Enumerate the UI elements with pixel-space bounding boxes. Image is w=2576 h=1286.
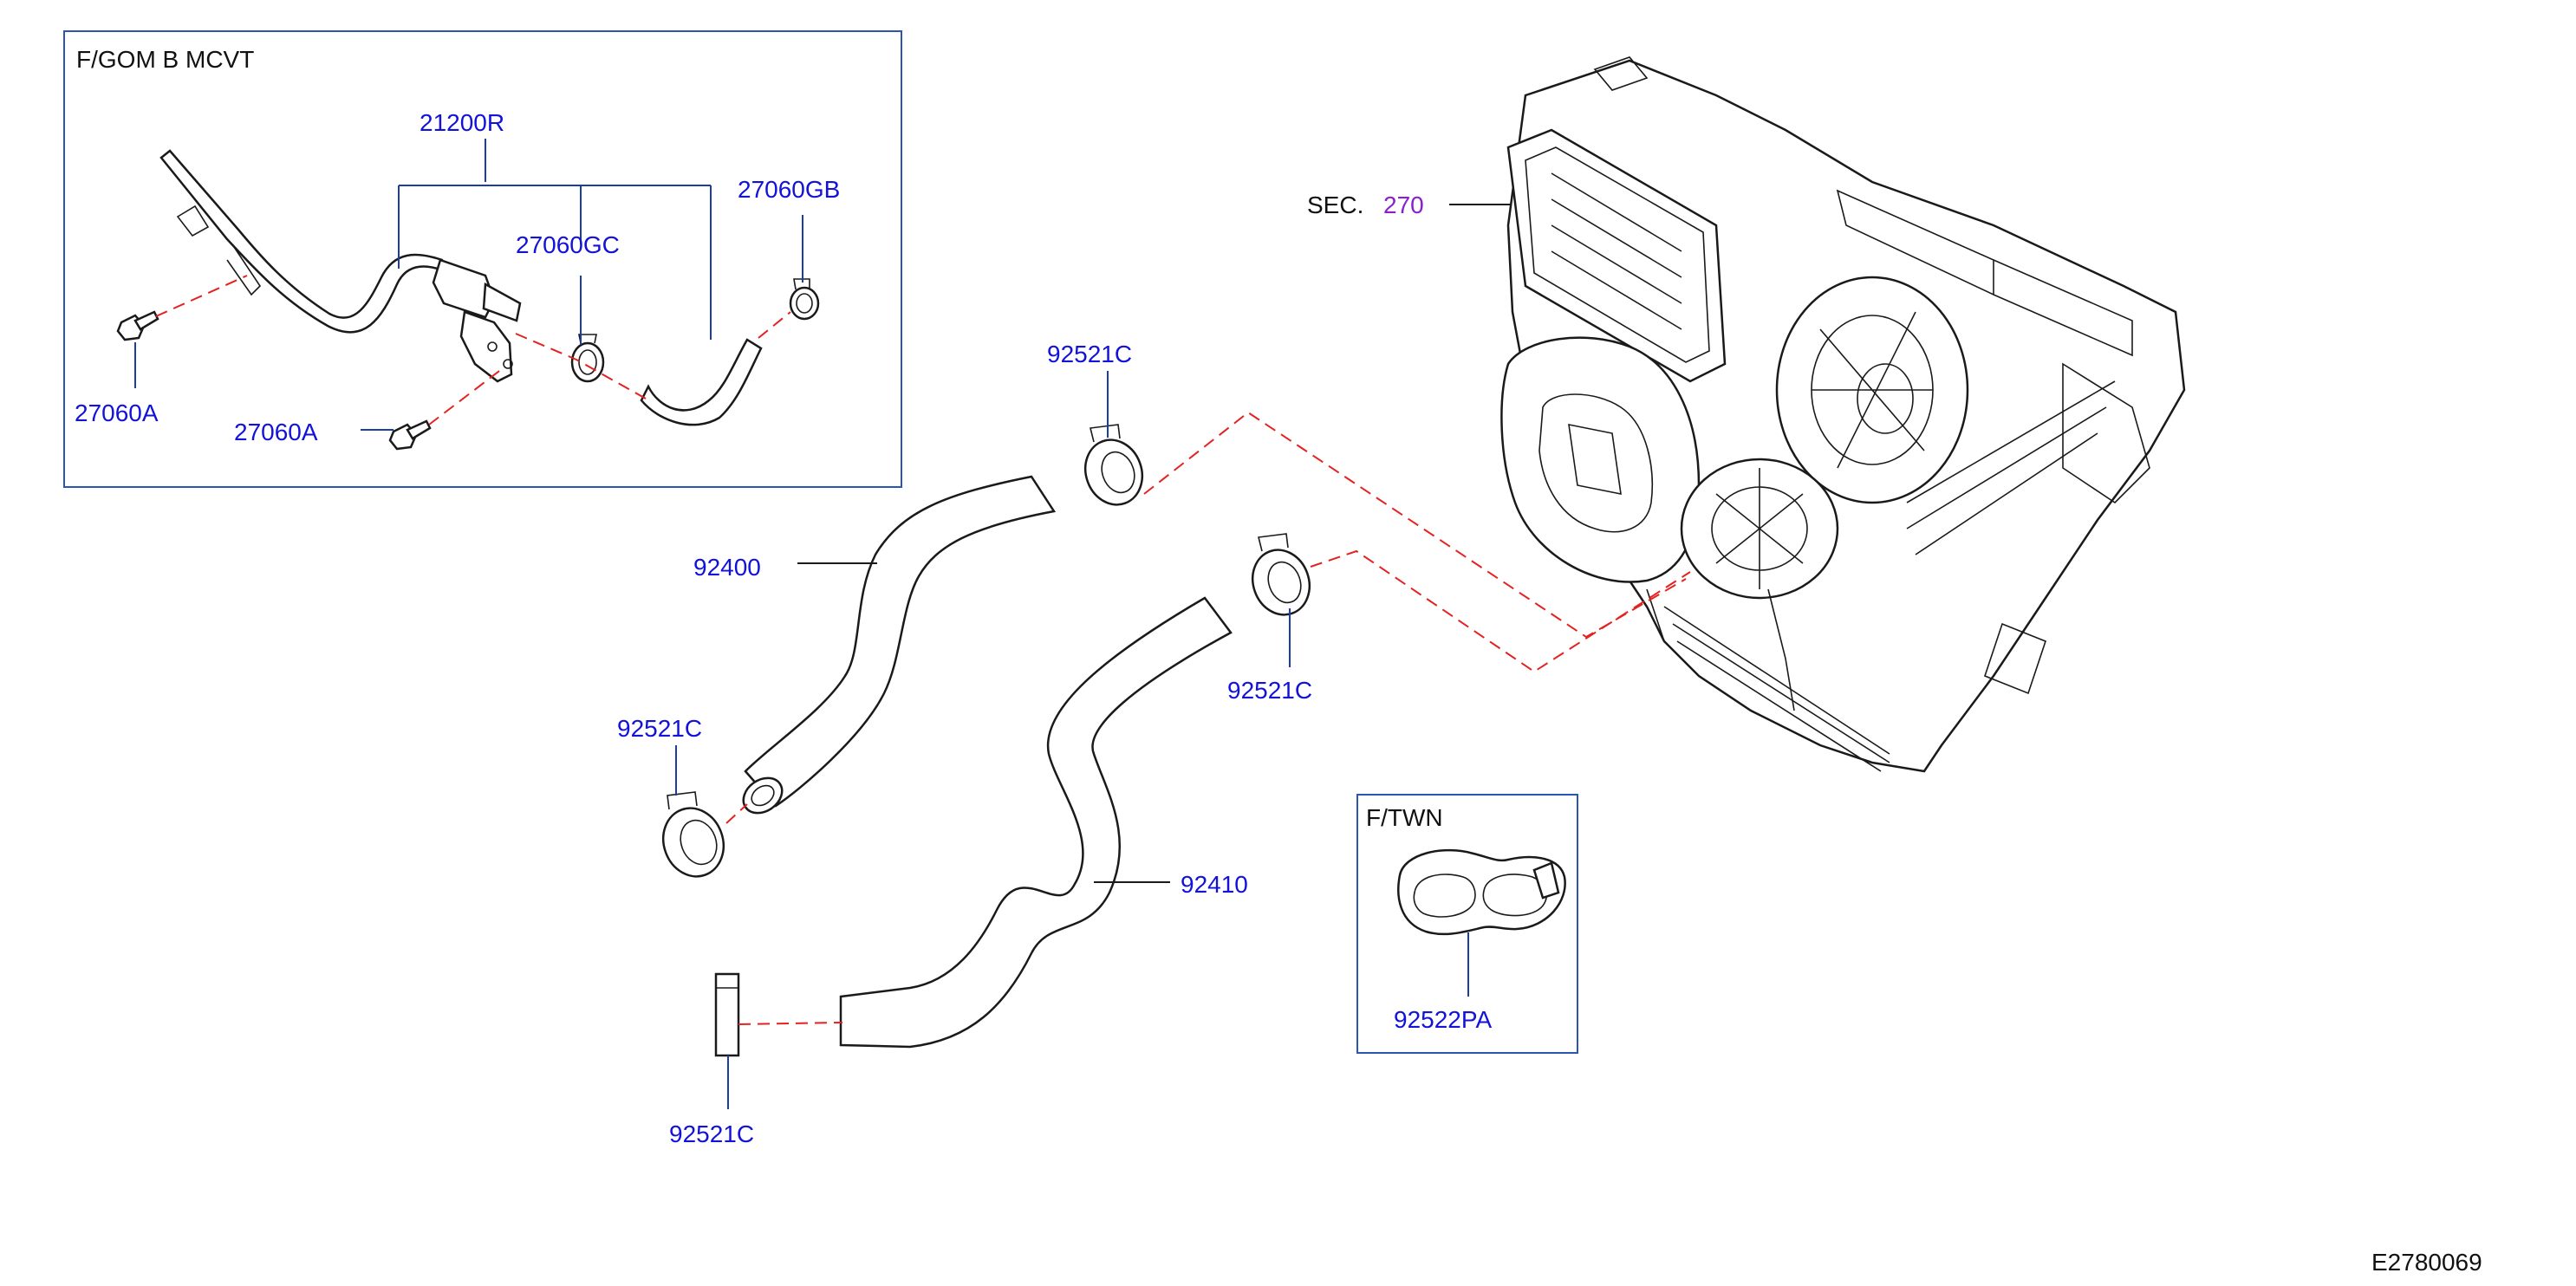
label-27060gb: 27060GB (738, 176, 840, 203)
label-92521c-bottom: 92521C (669, 1120, 754, 1147)
clamp-right-drawing (1251, 533, 1311, 616)
heater-unit-drawing: SEC. 270 (1307, 56, 2186, 773)
hose-92400-drawing (744, 475, 1057, 808)
diagram-id: E2780069 (2371, 1249, 2482, 1276)
clamp-27060gb-drawing (789, 278, 820, 321)
hose-92410-drawing (839, 596, 1233, 1049)
inset-mcvt-frame (63, 30, 902, 488)
label-92521c-right: 92521C (1227, 677, 1312, 704)
inset-twn-title: F/TWN (1366, 804, 1443, 831)
pipe-21200r-drawing (159, 149, 522, 383)
bolt-2-drawing (388, 419, 432, 451)
inset-mcvt-title: F/GOM B MCVT (76, 46, 254, 73)
label-92521c-top: 92521C (1047, 341, 1132, 367)
clamp-left-drawing (661, 791, 725, 878)
label-27060gc: 27060GC (516, 231, 620, 258)
label-92410: 92410 (1181, 871, 1248, 898)
inset-twn: F/TWN 92522PA (1356, 794, 1578, 1054)
label-27060a-1: 27060A (75, 399, 159, 426)
section-number: 270 (1383, 192, 1424, 218)
clamp-bottom-drawing (714, 972, 740, 1057)
clamp-top-drawing (1083, 424, 1144, 506)
twin-clamp-92522pa-drawing (1397, 848, 1566, 936)
bolt-1-drawing (116, 310, 159, 341)
short-hose-drawing (640, 338, 763, 426)
label-92522pa: 92522PA (1394, 1006, 1492, 1033)
section-prefix: SEC. (1307, 192, 1363, 218)
label-92400: 92400 (693, 554, 761, 581)
label-21200r: 21200R (420, 109, 504, 136)
inset-twn-frame (1356, 794, 1578, 1054)
clamp-27060gc-drawing (570, 334, 605, 383)
label-27060a-2: 27060A (234, 419, 318, 445)
inset-mcvt: F/GOM B MCVT (63, 30, 902, 488)
label-92521c-left: 92521C (617, 715, 702, 742)
